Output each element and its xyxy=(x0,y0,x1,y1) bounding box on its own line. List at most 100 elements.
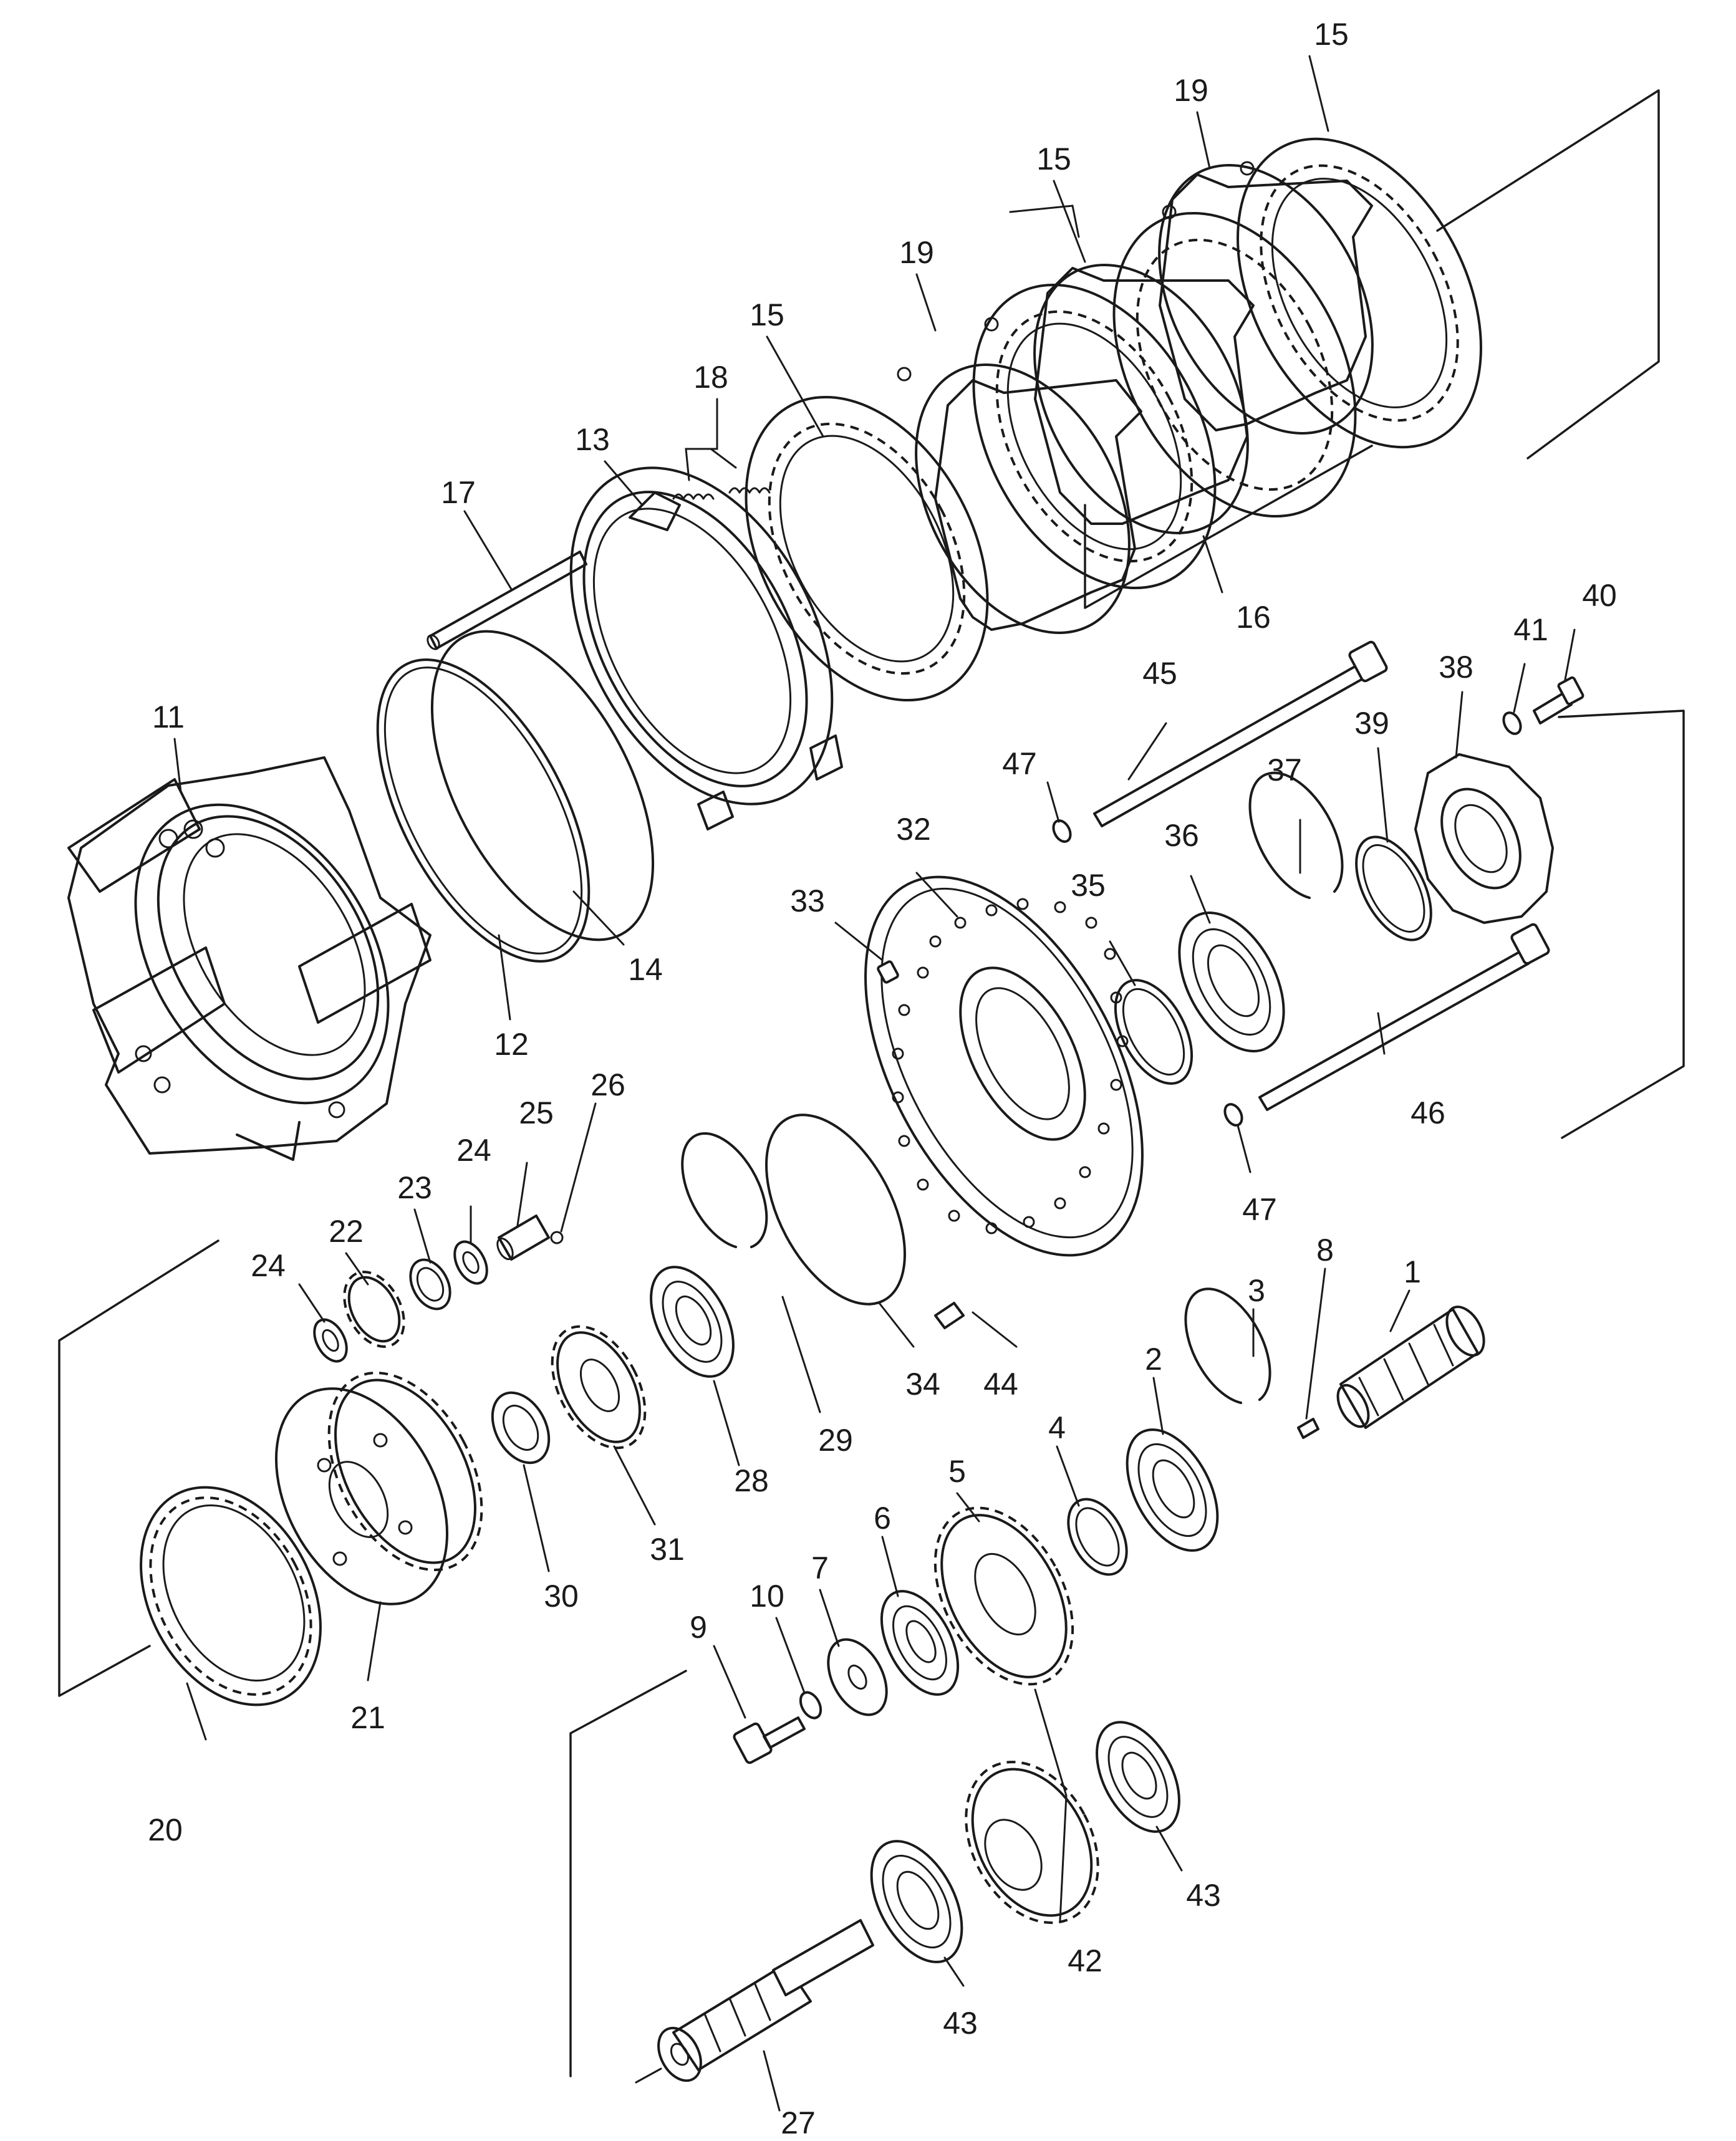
part-46-long-bolt xyxy=(1258,923,1550,1111)
part-29-snap-ring xyxy=(681,1132,768,1248)
callout-34: 34 xyxy=(905,1367,940,1402)
part-1-input-shaft xyxy=(1336,1306,1485,1429)
part-16-separator-plate-rear xyxy=(1158,164,1374,435)
callout-16: 16 xyxy=(1236,600,1271,635)
part-15-friction-disc-mid2 xyxy=(1112,211,1357,518)
callout-30: 30 xyxy=(544,1579,579,1614)
callout-46: 46 xyxy=(1410,1095,1445,1130)
part-44-pin xyxy=(934,1302,965,1329)
part-47-washer-a xyxy=(1052,819,1072,843)
callout-35: 35 xyxy=(1071,868,1106,903)
part-36-bearing xyxy=(1178,912,1285,1052)
part-22-planet-pinion xyxy=(343,1271,405,1348)
part-19-snap-ring-a xyxy=(897,317,999,382)
callout-2: 2 xyxy=(1145,1342,1162,1377)
callout-20: 20 xyxy=(148,1812,183,1847)
part-24-thrust-washer-b xyxy=(313,1318,348,1363)
callout-44: 44 xyxy=(983,1367,1018,1402)
callout-39: 39 xyxy=(1354,706,1389,741)
callout-28: 28 xyxy=(734,1463,769,1498)
callout-17: 17 xyxy=(441,475,476,510)
callout-1: 1 xyxy=(1404,1254,1421,1289)
part-24-thrust-washer-a xyxy=(453,1240,488,1285)
part-28-bearing xyxy=(650,1266,735,1378)
callout-38: 38 xyxy=(1439,650,1473,685)
callout-43-lower: 43 xyxy=(943,2006,978,2041)
callout-12: 12 xyxy=(494,1027,529,1062)
callout-4: 4 xyxy=(1048,1410,1066,1445)
part-41-washer xyxy=(1502,711,1522,735)
callout-15-mid: 15 xyxy=(1036,142,1071,176)
callout-19-front: 19 xyxy=(899,235,934,270)
part-21-planet-carrier xyxy=(274,1372,483,1605)
part-42-idler-gear xyxy=(965,1761,1099,1924)
callout-47-upper: 47 xyxy=(1002,746,1037,781)
callout-22: 22 xyxy=(329,1214,364,1249)
callout-15-rear: 15 xyxy=(1314,17,1349,52)
part-35-ring xyxy=(1114,979,1194,1085)
part-7-washer-plate xyxy=(827,1638,888,1716)
part-16-separator-plate-front xyxy=(915,363,1142,634)
callout-15-front: 15 xyxy=(750,297,784,332)
part-26-ball xyxy=(550,1231,564,1244)
part-2-bearing xyxy=(1126,1428,1219,1552)
part-18-springs xyxy=(672,487,771,500)
part-4-spacer-ring xyxy=(1067,1498,1128,1576)
part-5-gear xyxy=(933,1506,1074,1686)
part-45-long-bolt xyxy=(1093,640,1388,827)
callout-42: 42 xyxy=(1068,1943,1102,1978)
part-37-snap-ring xyxy=(1248,771,1344,899)
part-19-snap-ring-b xyxy=(1162,161,1255,219)
part-16-separator-plate-mid xyxy=(1033,264,1255,534)
part-12-o-ring xyxy=(376,658,591,963)
part-38-bearing-cage xyxy=(1414,753,1554,924)
callout-19-rear: 19 xyxy=(1174,73,1208,108)
part-40-bolt xyxy=(1533,676,1584,724)
part-8-pin xyxy=(1297,1418,1319,1439)
part-3-snap-ring xyxy=(1184,1287,1271,1404)
callout-3: 3 xyxy=(1248,1273,1265,1308)
callout-47-lower: 47 xyxy=(1242,1192,1277,1227)
callout-24-lower: 24 xyxy=(251,1248,286,1283)
callout-29: 29 xyxy=(818,1423,853,1458)
part-9-bolt xyxy=(733,1716,806,1764)
part-47-washer-b xyxy=(1223,1103,1243,1127)
part-27-output-shaft xyxy=(635,1919,874,2084)
part-30-bushing xyxy=(491,1391,551,1465)
part-10-washer xyxy=(799,1691,822,1720)
part-13-piston xyxy=(569,466,843,830)
callout-23: 23 xyxy=(397,1170,432,1205)
callout-21: 21 xyxy=(350,1700,385,1735)
callout-8: 8 xyxy=(1316,1233,1334,1268)
bracket-frame-lines xyxy=(58,89,1685,2077)
callout-33: 33 xyxy=(790,883,825,918)
callout-37: 37 xyxy=(1267,753,1302,787)
callout-45: 45 xyxy=(1142,656,1177,691)
callout-36: 36 xyxy=(1164,818,1199,853)
part-31-pinion-gear xyxy=(551,1325,647,1450)
callout-10: 10 xyxy=(750,1579,784,1614)
callout-labels: 1 2 3 4 5 6 7 8 9 10 11 12 13 14 15 15 1… xyxy=(148,17,1617,2140)
part-11-housing xyxy=(67,756,432,1161)
part-39-snap-ring xyxy=(1355,835,1432,941)
part-20-ring-gear xyxy=(140,1486,322,1706)
part-6-bearing xyxy=(880,1590,960,1696)
callout-27: 27 xyxy=(781,2105,816,2140)
part-34-o-ring xyxy=(765,1114,906,1306)
callout-26: 26 xyxy=(591,1067,625,1102)
part-14-o-ring xyxy=(430,630,655,941)
leader-lines xyxy=(173,55,1576,2112)
callout-40: 40 xyxy=(1582,578,1617,613)
callout-7: 7 xyxy=(811,1551,829,1585)
part-23-needle-bearing xyxy=(409,1258,451,1311)
callout-14: 14 xyxy=(628,952,663,987)
part-15-friction-disc-front xyxy=(745,395,989,702)
callout-18: 18 xyxy=(693,360,728,395)
callout-5: 5 xyxy=(948,1454,966,1489)
callout-9: 9 xyxy=(690,1610,707,1645)
callout-13: 13 xyxy=(575,422,610,457)
callout-25: 25 xyxy=(519,1095,554,1130)
callout-32: 32 xyxy=(896,812,931,847)
part-43-bearing-upper xyxy=(1096,1721,1180,1833)
